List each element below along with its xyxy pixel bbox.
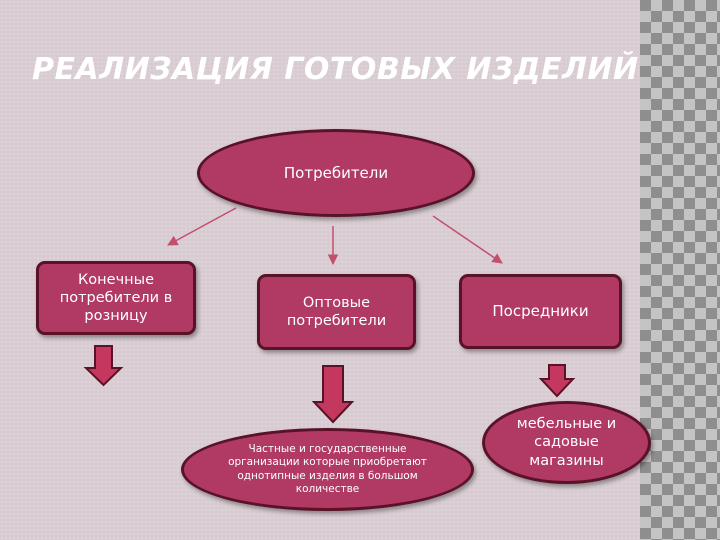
connector-root-to-retail (167, 207, 237, 246)
node-retail-consumers-label: Конечные потребители в розницу (59, 271, 173, 325)
block-arrow-retail (83, 345, 124, 387)
node-wholesale-consumers: Оптовые потребители (257, 274, 416, 350)
node-intermediaries-label: Посредники (492, 302, 589, 321)
node-organizations-label: Частные и государственные организации ко… (228, 443, 427, 495)
slide-title: РЕАЛИЗАЦИЯ ГОТОВЫХ ИЗДЕЛИЙ (32, 52, 639, 87)
node-intermediaries: Посредники (459, 274, 622, 349)
node-consumers: Потребители (197, 129, 475, 217)
block-arrow-wholesale (311, 365, 355, 424)
node-stores-label: мебельные и садовые магазины (516, 416, 617, 469)
decorative-side-pattern (640, 0, 720, 540)
node-stores: мебельные и садовые магазины (482, 401, 651, 484)
node-organizations: Частные и государственные организации ко… (181, 428, 474, 511)
connector-root-to-intermediaries (432, 215, 503, 264)
node-consumers-label: Потребители (283, 163, 389, 182)
block-arrow-intermediaries (538, 364, 576, 398)
node-retail-consumers: Конечные потребители в розницу (36, 261, 196, 335)
node-wholesale-consumers-label: Оптовые потребители (286, 294, 387, 329)
